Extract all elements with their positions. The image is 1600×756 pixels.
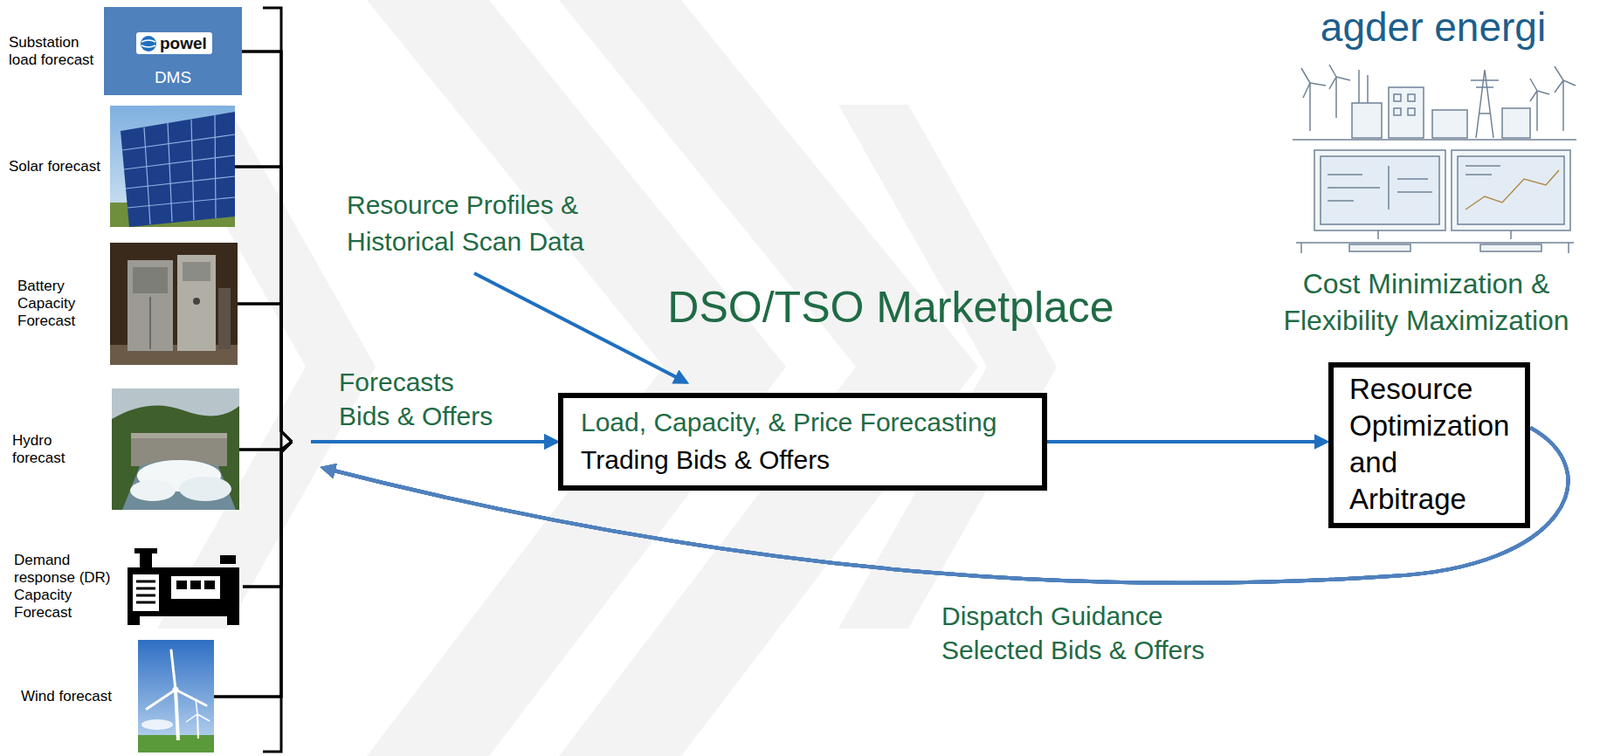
flow-arrow (310, 440, 557, 444)
source-node: Hydro forecast (12, 388, 240, 511)
box-text: Trading Bids & Offers (580, 441, 1025, 479)
control-room-illustration (1292, 64, 1577, 254)
source-label: Substation load forecast (8, 34, 102, 69)
box-text: Resource Optimization and Arbitrage (1349, 371, 1510, 518)
generator-icon (127, 548, 240, 626)
flow-arrow (310, 440, 557, 444)
wind-photo (137, 640, 214, 753)
diagram-title: DSO/TSO Marketplace (637, 281, 1145, 334)
edge-label: Dispatch Guidance Selected Bids & Offers (941, 599, 1230, 668)
connector (213, 441, 557, 697)
bracket (262, 7, 282, 752)
vendor-logo: powel (136, 32, 213, 55)
source-label: Wind forecast (20, 688, 133, 706)
process-box: Load, Capacity, & Price ForecastingTradi… (558, 393, 1048, 491)
source-node: Substation load forecast powelDMS (8, 6, 242, 96)
input-arrow (474, 273, 687, 383)
connector (237, 303, 1568, 584)
source-label: Solar forecast (8, 158, 108, 176)
bracket-line (234, 166, 292, 442)
system-name: DMS (103, 68, 242, 88)
vendor-name: powel (159, 34, 207, 54)
bracket-line (234, 166, 292, 442)
bracket-line (213, 441, 292, 697)
connector (1047, 441, 1327, 443)
connector (237, 303, 557, 442)
annotation: Resource Profiles & Historical Scan Data (346, 186, 602, 261)
annotation: Cost Minimization & Flexibility Maximiza… (1277, 265, 1575, 339)
source-node: Battery Capacity Forecast (17, 242, 238, 366)
source-label: Hydro forecast (12, 432, 83, 468)
connector (242, 441, 557, 587)
company-logo-text: agder energi (1302, 3, 1565, 51)
hydro-photo (111, 388, 240, 511)
bracket-line (241, 51, 292, 442)
bracket-line (242, 441, 292, 587)
source-node: Wind forecast (20, 640, 214, 753)
bracket-line (241, 51, 292, 442)
flow-arrow (310, 440, 557, 444)
source-label: Demand response (DR) Capacity Forecast (13, 551, 119, 622)
source-node: Demand response (DR) Capacity Forecast (13, 545, 243, 628)
globe-icon (140, 35, 157, 52)
flow-arrow (310, 440, 557, 444)
watermark-chevrons (157, 0, 1057, 756)
globe-icon (139, 34, 158, 53)
battery-photo (110, 242, 238, 366)
bracket-line (237, 303, 292, 442)
source-node: Solar forecast (8, 105, 235, 228)
edge-label: Forecasts Bids & Offers (338, 365, 505, 434)
process-box: Resource Optimization and Arbitrage (1328, 362, 1531, 529)
flow-arrow (1047, 440, 1327, 444)
bracket-line (213, 441, 292, 697)
source-label: Battery Capacity Forecast (17, 277, 107, 331)
flow-arrow (310, 440, 557, 444)
dms-tile (103, 6, 242, 96)
solar-photo (110, 105, 235, 228)
bracket-line (237, 303, 292, 442)
connector (234, 166, 1568, 584)
globe-icon (141, 40, 156, 48)
box-text: Load, Capacity, & Price Forecasting (580, 403, 1025, 442)
flow-arrow (310, 440, 557, 444)
bracket-line (242, 441, 292, 587)
